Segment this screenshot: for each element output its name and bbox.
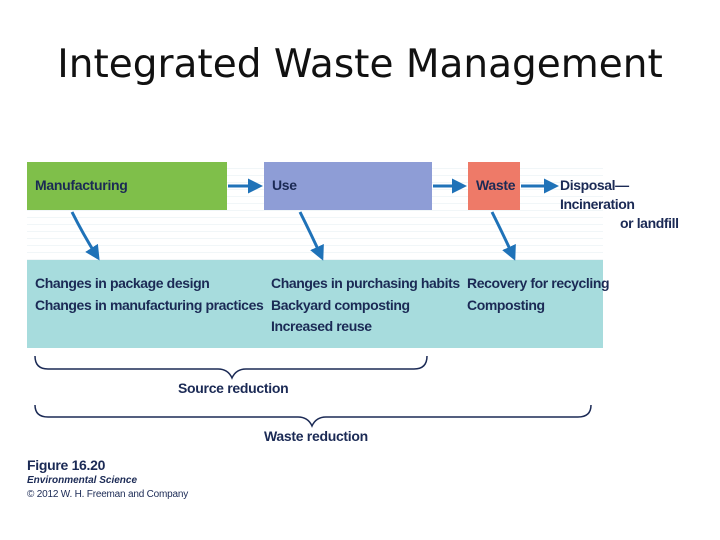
figure-caption: Figure 16.20 Environmental Science © 201… (27, 456, 188, 502)
waste-strategies: Recovery for recycling Composting (467, 273, 610, 316)
arrow-manufacturing-down (70, 211, 100, 261)
source-reduction-label: Source reduction (178, 380, 289, 396)
disposal-line-2: or landfill (620, 215, 679, 231)
manufacturing-label: Manufacturing (35, 177, 128, 193)
disposal-line-1: Disposal—Incineration (560, 177, 635, 212)
arrow-waste-down (490, 211, 516, 261)
slide-title: Integrated Waste Management (57, 42, 663, 87)
figure-number: Figure 16.20 (27, 457, 106, 473)
waste-reduction-label: Waste reduction (264, 428, 368, 444)
strategy-item: Changes in package design (35, 275, 210, 291)
manufacturing-strategies: Changes in package design Changes in man… (35, 273, 264, 316)
disposal-label: Disposal—Incineration or landfill (560, 176, 700, 233)
use-label: Use (272, 177, 297, 193)
strategy-item: Recovery for recycling (467, 275, 610, 291)
source-reduction-brace (34, 355, 428, 380)
strategy-item: Changes in manufacturing practices (35, 296, 264, 313)
arrow-use-down (298, 211, 324, 261)
figure-book-title: Environmental Science (27, 475, 138, 486)
use-strategies: Changes in purchasing habits Backyard co… (271, 273, 460, 338)
waste-label: Waste (476, 177, 516, 193)
waste-reduction-brace (34, 404, 592, 428)
manufacturing-box: Manufacturing (27, 162, 227, 210)
strategy-item: Backyard composting (271, 296, 410, 313)
strategy-item: Increased reuse (271, 318, 372, 334)
strategies-band (27, 260, 603, 348)
waste-box: Waste (468, 162, 520, 210)
use-box: Use (264, 162, 432, 210)
strategy-item: Composting (467, 296, 545, 313)
figure-copyright: © 2012 W. H. Freeman and Company (27, 489, 189, 500)
strategy-item: Changes in purchasing habits (271, 275, 460, 291)
